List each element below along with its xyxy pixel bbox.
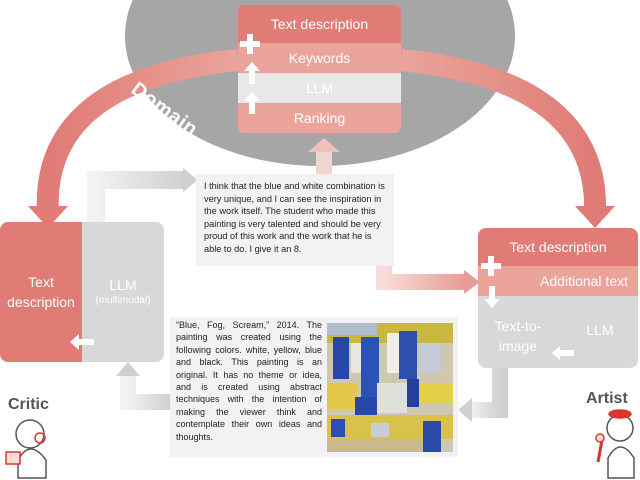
up-arrow-icon [244, 92, 260, 119]
artwork-to-critic-arrow [120, 374, 170, 410]
plus-icon [481, 256, 501, 276]
critique-to-artist-arrow [376, 266, 466, 290]
artist-label: Artist [586, 390, 628, 407]
arc-arrowhead-left [28, 206, 68, 228]
arc-arrowhead-right [575, 206, 615, 228]
arc-arrow-left [36, 49, 240, 215]
artist-to-artwork-arrowhead [458, 398, 472, 422]
critic-llm-label: LLM [109, 277, 137, 293]
critic-llm-box [82, 222, 164, 362]
domain-keywords: Keywords [238, 43, 401, 73]
critic-llm-multimodal: (multimodal) [95, 295, 151, 306]
critic-text-description: Text description [0, 222, 82, 362]
artist-text-description: Text description [478, 228, 638, 266]
critique-to-domain-stem [316, 150, 332, 174]
artist-text-to-image: Text-to-image [494, 318, 542, 354]
critic-label: Critic [8, 396, 49, 413]
critique-text: I think that the blue and white combinat… [196, 174, 394, 266]
artwork-to-critic-arrowhead [116, 362, 140, 376]
domain-text-description: Text description [238, 5, 401, 43]
artist-additional-text: Additional text [478, 266, 638, 296]
plus-icon [240, 34, 260, 54]
domain-ranking: Ranking [238, 103, 401, 133]
arc-arrow-right [399, 49, 607, 215]
left-arrow-icon [70, 334, 94, 355]
critic-to-critique-arrowhead [183, 168, 198, 192]
artist-llm: LLM [586, 322, 614, 338]
artwork-painting-image [327, 323, 453, 452]
down-arrow-icon [484, 286, 500, 313]
left-arrow-icon [552, 346, 574, 365]
artist-figure-icon [595, 409, 635, 479]
up-arrow-icon [244, 62, 260, 89]
domain-llm: LLM [238, 73, 401, 103]
critic-figure-icon [5, 419, 47, 479]
critic-to-critique-arrow [87, 171, 185, 222]
artwork-description: “Blue, Fog, Scream,” 2014. The painting … [176, 320, 322, 442]
critique-to-domain-arrowhead [308, 138, 340, 152]
critique-to-artist-arrowhead [464, 270, 480, 294]
artist-to-artwork-arrow [470, 368, 508, 418]
